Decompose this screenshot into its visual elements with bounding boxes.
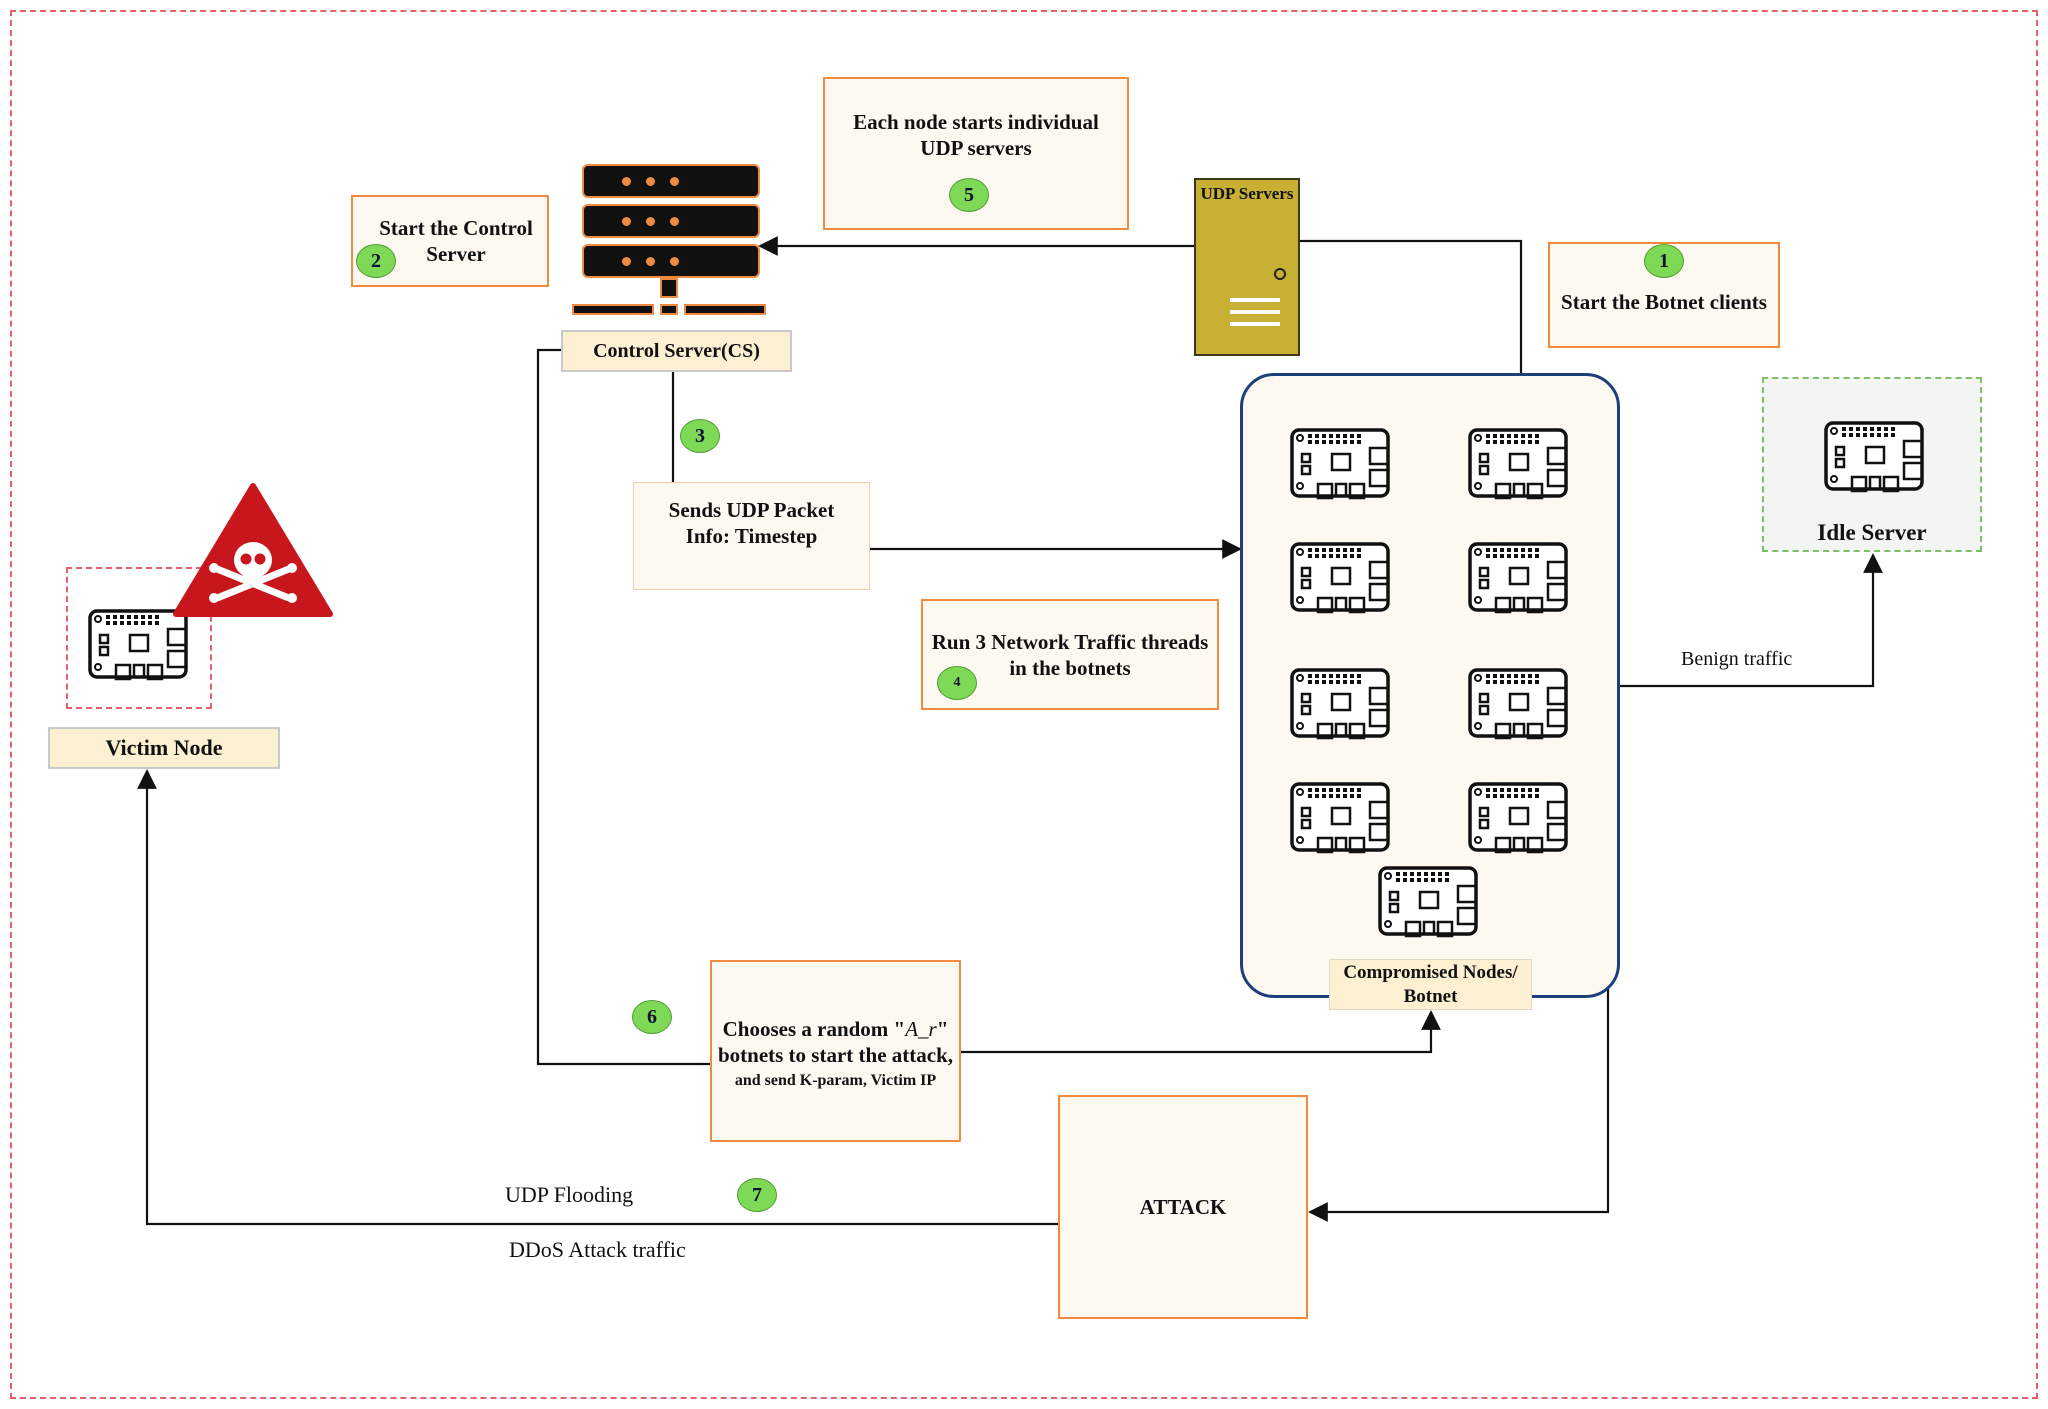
idle-server-label: Idle Server (1817, 520, 1927, 545)
step-badge-2: 2 (356, 244, 396, 278)
skull-crossbones-warning-icon (173, 483, 333, 617)
step-badge-1: 1 (1644, 244, 1684, 278)
tower-server-icon: UDP Servers (1194, 178, 1300, 356)
step-badge-4: 4 (937, 666, 977, 700)
choose-botnets-line3: and send K-param, Victim IP (734, 1072, 937, 1089)
sends-udp-text: Sends UDP Packet Info: Timestep (668, 498, 835, 548)
victim-node-label: Victim Node (48, 727, 280, 769)
run-threads-text: Run 3 Network Traffic threads in the bot… (931, 630, 1209, 680)
node-icon-4 (1468, 542, 1568, 614)
attack-text: ATTACK (1139, 1195, 1227, 1219)
node-icon-7 (1290, 782, 1390, 854)
edge-cs-to-choose (536, 348, 710, 1066)
diagram-frame (10, 10, 2038, 1399)
step-badge-5: 5 (949, 178, 989, 212)
choose-botnets-line1: Chooses a random "A_r" (722, 1017, 949, 1041)
ddos-attack-traffic-label: DDoS Attack traffic (509, 1237, 686, 1262)
benign-traffic-label: Benign traffic (1681, 648, 1793, 670)
choose-botnets-line2: botnets to start the attack, (717, 1043, 954, 1067)
edge-botnet-to-cs (1300, 239, 1523, 373)
node-icon-1 (1290, 428, 1390, 500)
start-botnet-text: Start the Botnet clients (1561, 290, 1767, 314)
node-icon-2 (1468, 428, 1568, 500)
node-icon-8 (1468, 782, 1568, 854)
choose-botnets-box: Chooses a random "A_r" botnets to start … (710, 960, 961, 1142)
node-icon-6 (1468, 668, 1568, 740)
server-rack-icon (572, 160, 768, 318)
attack-box: ATTACK (1058, 1095, 1308, 1319)
idle-server-box: Idle Server (1762, 377, 1982, 552)
compromised-nodes-label: Compromised Nodes/ Botnet (1329, 959, 1532, 1010)
idle-node-icon (1824, 421, 1924, 493)
udp-servers-note-text: Each node starts individual UDP servers (853, 109, 1099, 160)
edge-choose-to-botnet (960, 1010, 1441, 1054)
control-server-label: Control Server(CS) (561, 330, 792, 372)
edge-botnet-to-attack (1308, 988, 1610, 1222)
step-badge-6: 6 (632, 1000, 672, 1034)
victim-node-frame (66, 567, 212, 709)
edge-botnet-to-idle (1620, 553, 1883, 688)
udp-flooding-label: UDP Flooding (505, 1182, 634, 1207)
node-icon-5 (1290, 668, 1390, 740)
node-icon-3 (1290, 542, 1390, 614)
udp-servers-label: UDP Servers (1200, 184, 1294, 203)
start-control-text: Start the Control Server (379, 216, 533, 266)
sends-udp-box: Sends UDP Packet Info: Timestep (633, 482, 870, 590)
step-badge-7: 7 (737, 1178, 777, 1212)
node-icon-9 (1378, 866, 1478, 938)
step-badge-3: 3 (680, 419, 720, 453)
udp-servers-note-box: Each node starts individual UDP servers (823, 77, 1129, 230)
edge-attack-to-victim (137, 769, 1058, 1226)
